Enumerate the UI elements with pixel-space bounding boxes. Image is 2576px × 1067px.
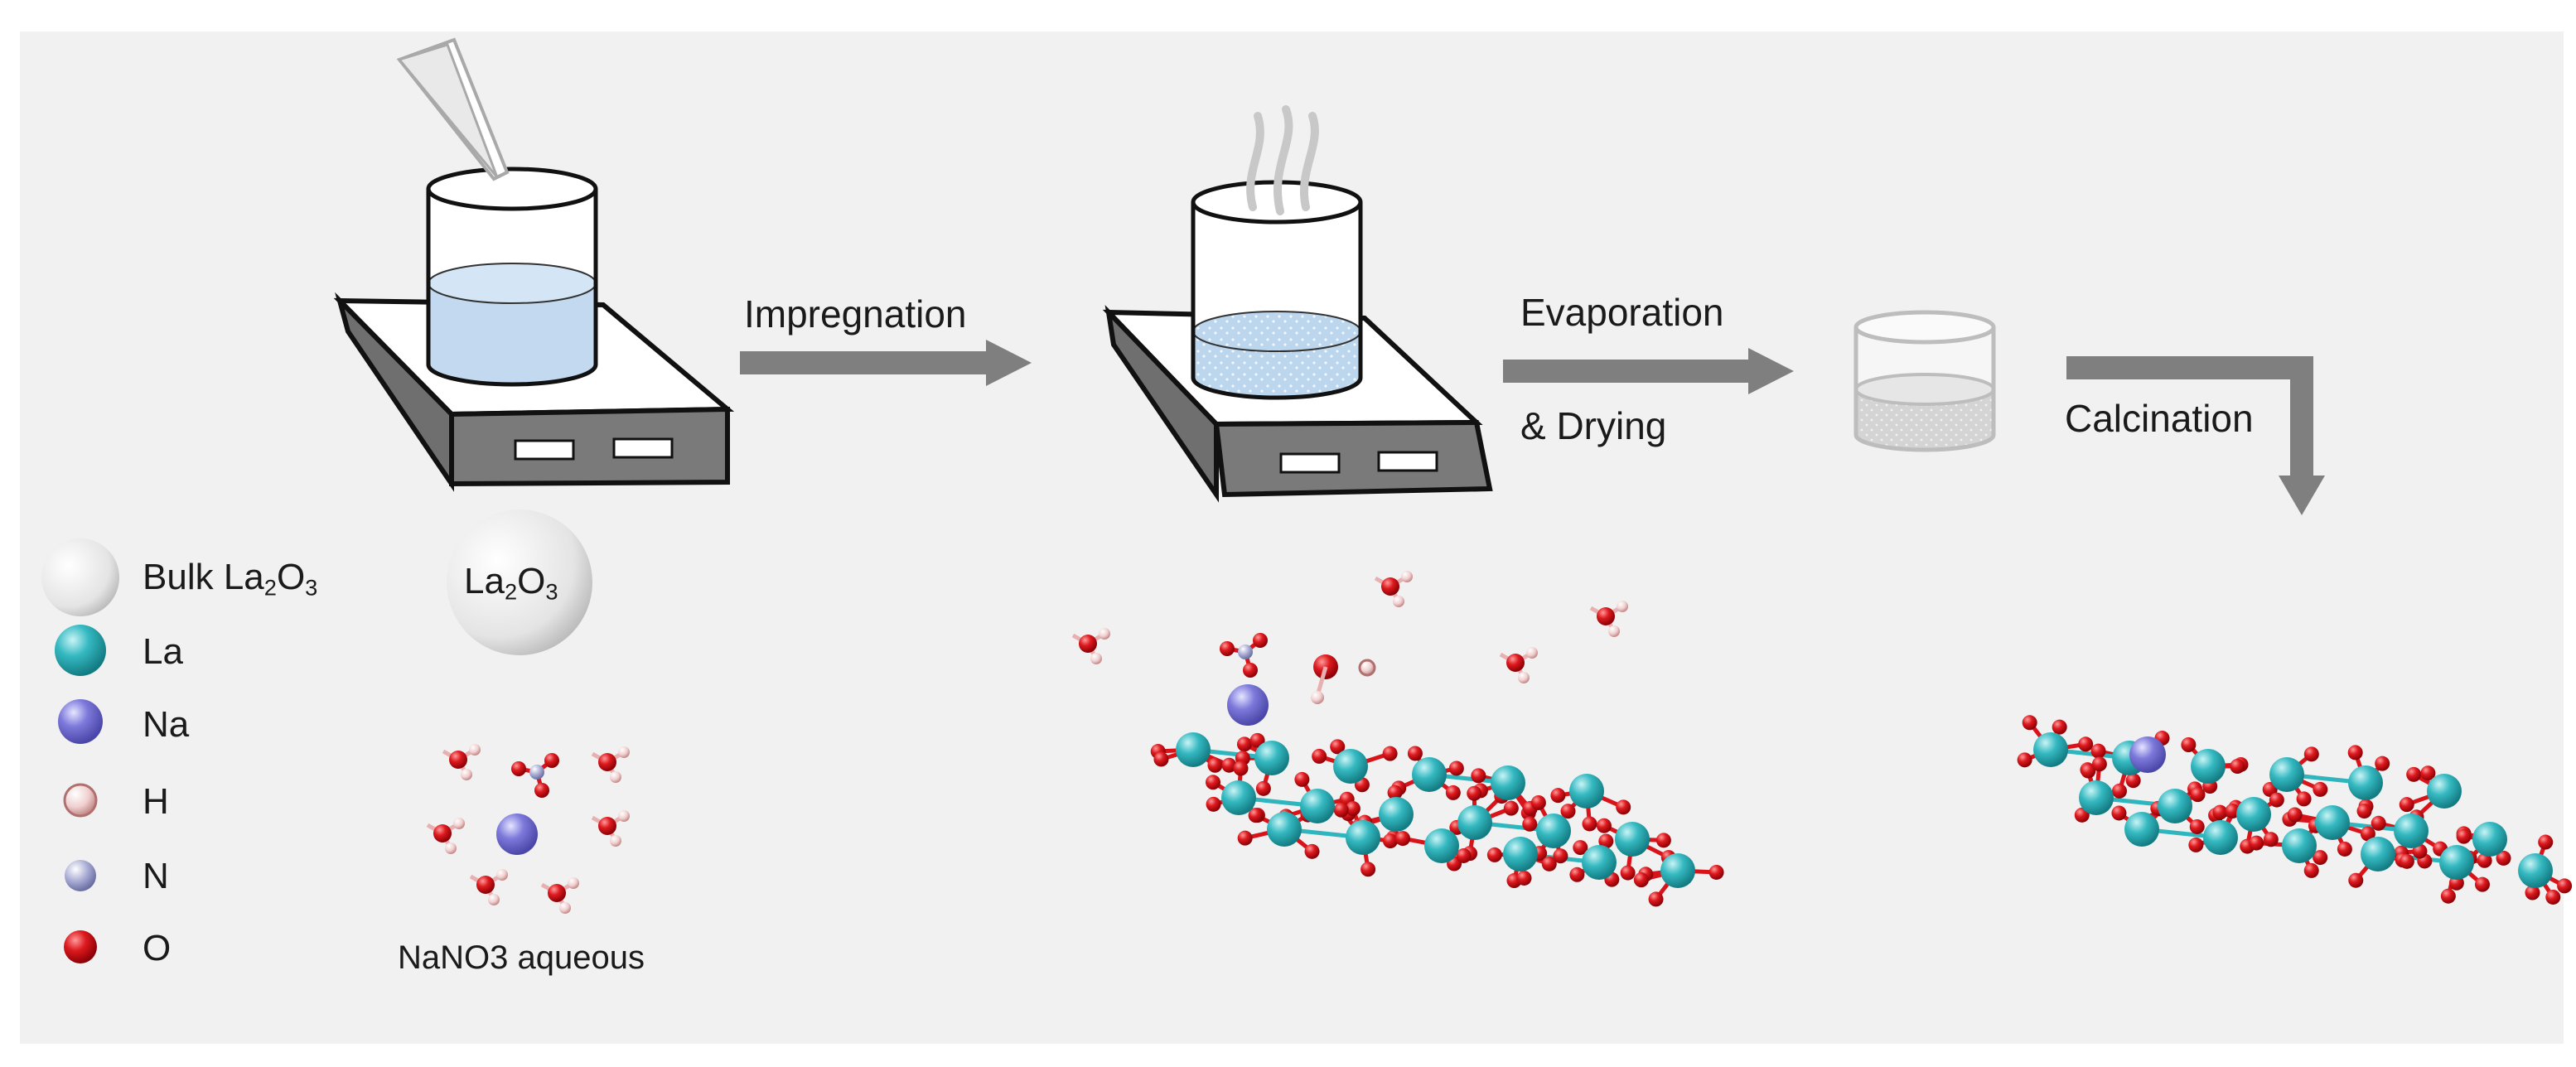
step-label-drying: & Drying [1520,404,1667,447]
dried-sample-dish [1853,310,1996,452]
nanO3-solution-cluster [428,744,630,914]
beaker-1 [426,167,598,387]
legend-n-icon [65,860,96,891]
dropper-icon [396,37,510,181]
legend-la-icon [55,625,106,676]
crystal-calcined-surface [2017,715,2573,905]
legend-label-o: O [143,928,172,968]
legend-label-la: La [143,631,183,672]
legend-h-icon [63,783,98,818]
legend-spheres [41,538,119,963]
legend-bulk-icon [41,538,119,616]
legend-label-n: N [143,856,169,896]
arrow-impregnation [740,340,1032,386]
solution-label: NaNO3 aqueous [398,939,645,976]
step-label-impregnation: Impregnation [744,292,967,336]
steam-icon [1246,105,1319,215]
step-label-evaporation: Evaporation [1520,291,1724,334]
legend-label-h: H [143,781,169,822]
legend-o-icon [64,930,97,963]
arrow-calcination [2066,356,2325,515]
beaker-2 [1191,180,1363,400]
crystal-impregnated-surface [1150,732,1724,907]
legend-label-bulk: Bulk La2O3 [143,557,318,601]
step-label-calcination: Calcination [2065,397,2254,440]
arrow-evaporation [1503,348,1794,394]
legend-na-icon [58,699,103,744]
adsorbed-molecules [1073,571,1628,726]
legend-label-na: Na [143,704,190,745]
la2o3-particle-label: La2O3 [464,561,558,605]
la2o3-particle [447,509,592,655]
